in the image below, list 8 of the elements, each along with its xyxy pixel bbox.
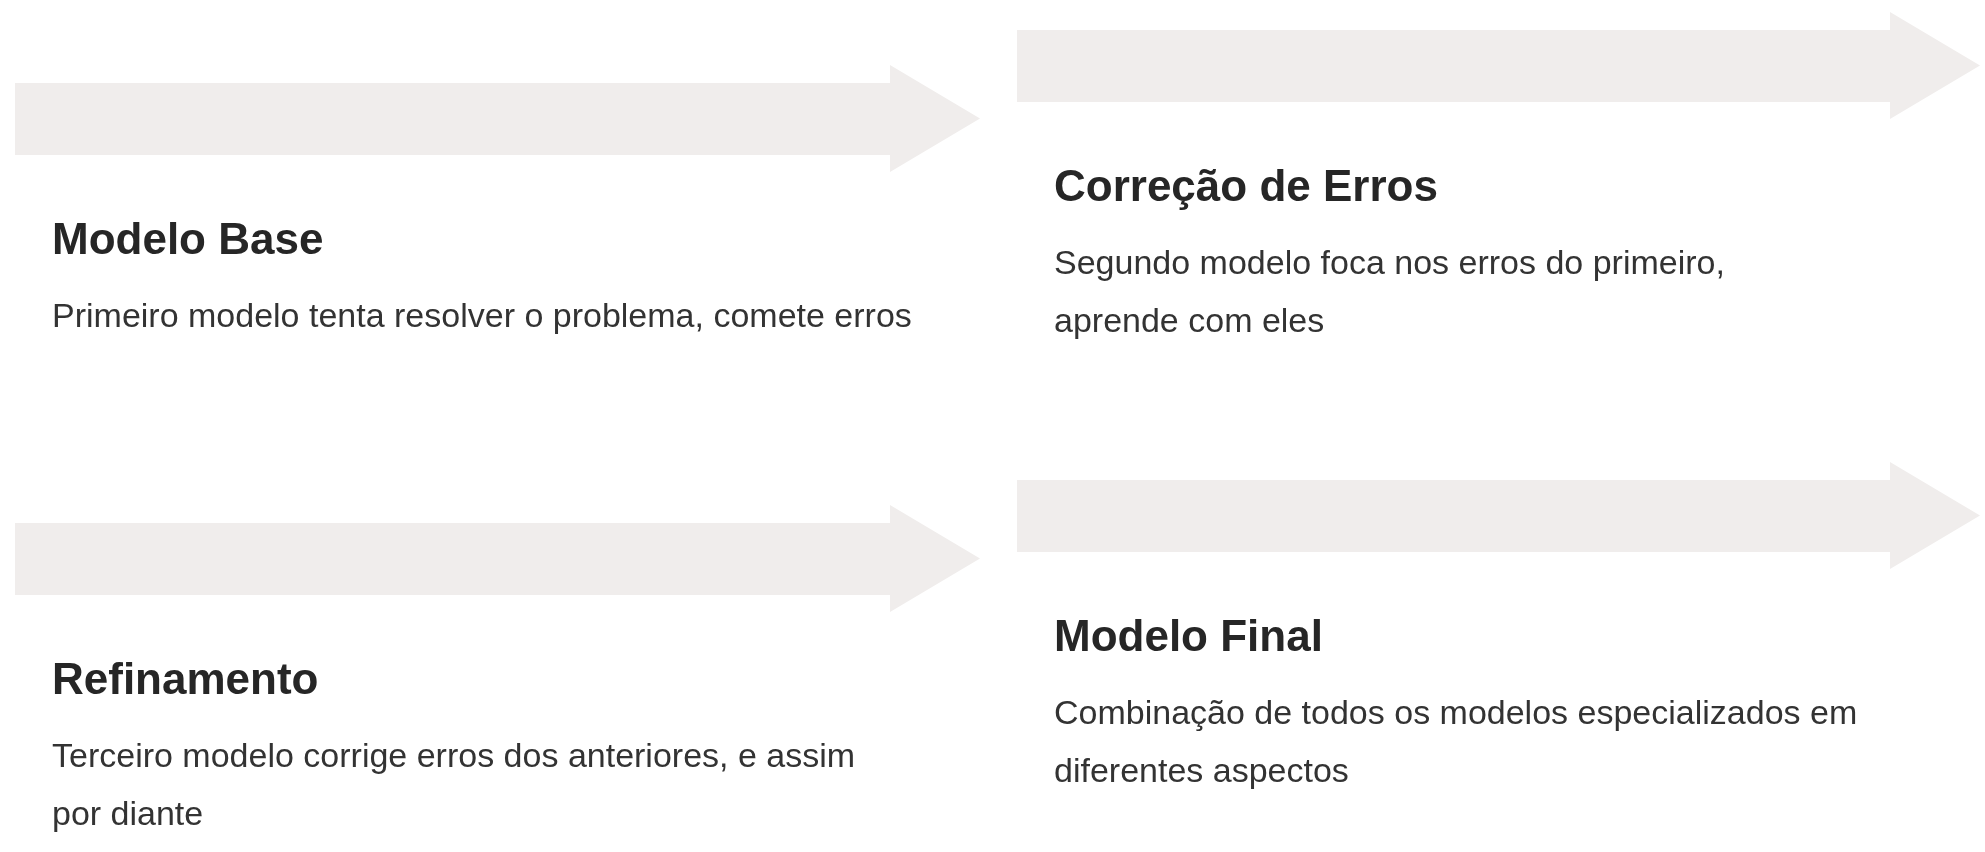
step-description: Primeiro modelo tenta resolver o problema, comete erros (52, 295, 912, 336)
step-heading: Correção de Erros (1054, 160, 1438, 212)
step-description: Segundo modelo foca nos erros do primeiro, aprende com eles (1054, 242, 1726, 341)
step-description: Combinação de todos os modelos especializados em diferentes aspectos (1054, 692, 1859, 791)
step-description: Terceiro modelo corrige erros dos anteriores, e assim por diante (52, 735, 857, 834)
step-heading: Refinamento (52, 653, 319, 705)
step-heading: Modelo Final (1054, 610, 1323, 662)
step-heading: Modelo Base (52, 213, 324, 265)
